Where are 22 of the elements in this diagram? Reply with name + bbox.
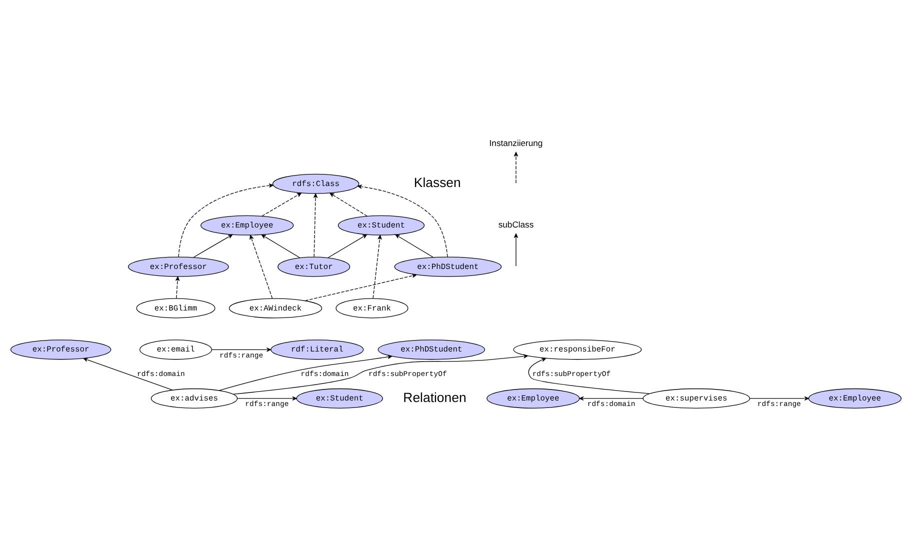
arrow <box>193 234 233 258</box>
arrow <box>83 357 173 390</box>
label: Relationen <box>403 389 466 404</box>
arrow <box>261 234 300 258</box>
arrow <box>330 192 368 216</box>
legend-label: Instanziierung <box>489 138 543 148</box>
arrow <box>304 273 417 301</box>
label: Klassen <box>414 174 461 190</box>
arrow <box>211 347 272 352</box>
arrow <box>175 276 180 298</box>
arrow <box>328 234 368 258</box>
arrow <box>357 184 448 257</box>
arrow <box>262 192 302 216</box>
arrow <box>750 396 809 400</box>
arrow <box>372 234 382 298</box>
arrow <box>579 396 644 400</box>
arrow <box>236 396 297 400</box>
arrow <box>178 183 274 257</box>
arrow <box>528 357 650 394</box>
arrow <box>313 192 318 257</box>
arrow <box>395 234 434 258</box>
legend-label: subClass <box>498 219 534 230</box>
